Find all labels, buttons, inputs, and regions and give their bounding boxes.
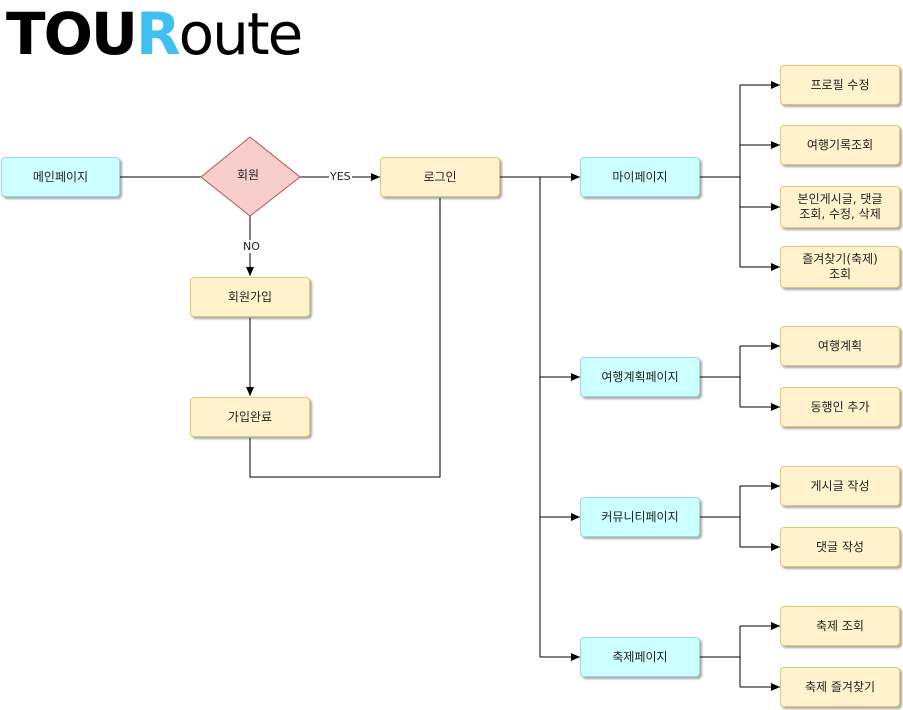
node-login: 로그인 <box>380 157 500 197</box>
logo-part-oute: oute <box>178 0 304 68</box>
node-my-posts-line2: 조회, 수정, 삭제 <box>799 207 881 221</box>
node-festival-favorite-label: 축제 즐겨찾기 <box>804 679 876 694</box>
node-write-post: 게시글 작성 <box>780 466 900 506</box>
node-travel-record: 여행기록조회 <box>780 125 900 165</box>
node-travel-plan: 여행계획 <box>780 326 900 366</box>
node-add-companion: 동행인 추가 <box>780 387 900 427</box>
node-write-comment-label: 댓글 작성 <box>816 539 864 554</box>
node-favorites: 즐겨찾기(축제)조회 <box>780 246 900 288</box>
node-community-page: 커뮤니티페이지 <box>580 497 700 537</box>
node-festival-page-label: 축제페이지 <box>612 649 668 664</box>
node-festival-page: 축제페이지 <box>580 637 700 677</box>
node-login-label: 로그인 <box>423 169 457 184</box>
node-travel-plan-page-label: 여행계획페이지 <box>601 369 679 384</box>
node-main-page-label: 메인페이지 <box>32 169 89 184</box>
node-mypage: 마이페이지 <box>580 157 700 197</box>
node-favorites-line2: 조회 <box>828 267 852 281</box>
node-festival-view: 축제 조회 <box>780 606 900 646</box>
logo-part-tou: TOU <box>6 0 138 68</box>
node-travel-record-label: 여행기록조회 <box>806 137 874 152</box>
node-signup-done: 가입완료 <box>190 397 310 437</box>
edge-label-no: NO <box>242 240 261 253</box>
node-add-companion-label: 동행인 추가 <box>810 399 870 414</box>
node-write-comment: 댓글 작성 <box>780 527 900 567</box>
member-decision-diamond <box>200 136 301 217</box>
node-community-page-label: 커뮤니티페이지 <box>601 509 679 524</box>
node-signup-done-label: 가입완료 <box>227 409 273 424</box>
edge-label-yes: YES <box>329 170 352 183</box>
node-mypage-label: 마이페이지 <box>612 169 668 184</box>
node-profile-edit-label: 프로필 수정 <box>810 77 870 92</box>
node-profile-edit: 프로필 수정 <box>780 65 900 105</box>
node-write-post-label: 게시글 작성 <box>810 478 870 493</box>
member-decision-label: 회원 <box>237 168 260 182</box>
node-favorites-line1: 즐겨찾기(축제) <box>802 252 878 266</box>
node-signup-label: 회원가입 <box>227 289 273 304</box>
node-festival-view-label: 축제 조회 <box>816 618 864 633</box>
logo-part-r: R <box>135 0 181 68</box>
app-logo: TOURoute <box>6 0 304 68</box>
node-festival-favorite: 축제 즐겨찾기 <box>780 667 900 707</box>
node-my-posts-line1: 본인게시글, 댓글 <box>797 192 883 206</box>
node-signup: 회원가입 <box>190 277 310 317</box>
node-travel-plan-label: 여행계획 <box>817 338 863 353</box>
node-main-page: 메인페이지 <box>1 157 120 197</box>
node-travel-plan-page: 여행계획페이지 <box>580 357 700 397</box>
edge-done-login <box>249 198 441 478</box>
